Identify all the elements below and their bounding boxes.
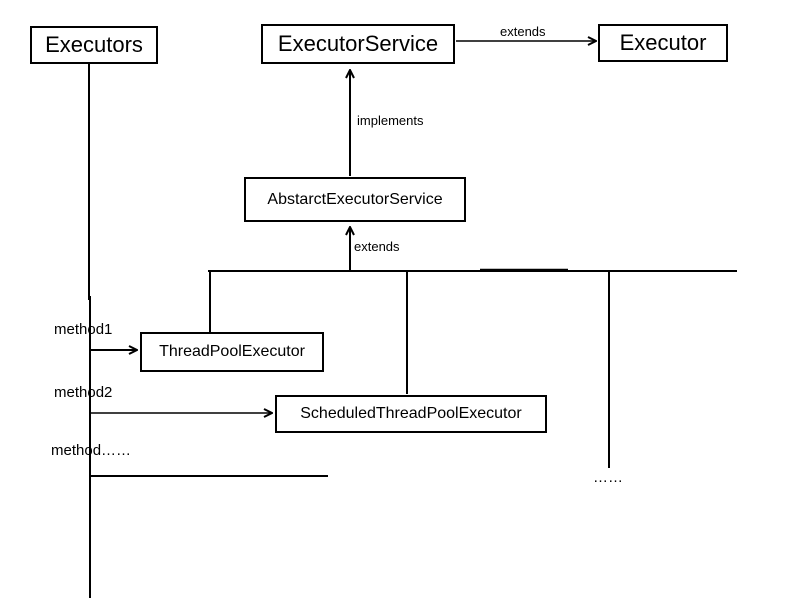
scheduled-thread-pool-executor-box: ScheduledThreadPoolExecutor: [275, 395, 547, 433]
method-more-label: method……: [51, 442, 132, 459]
extends-label-mid: extends: [354, 239, 400, 254]
abstract-executor-service-label: AbstarctExecutorService: [267, 190, 443, 208]
thread-pool-executor-box: ThreadPoolExecutor: [140, 332, 324, 372]
executor-box: Executor: [598, 24, 728, 62]
more-subclasses-ellipsis: ……: [593, 469, 623, 486]
method1-label: method1: [54, 321, 113, 338]
executor-label: Executor: [619, 30, 707, 55]
method2-label: method2: [54, 384, 113, 401]
thread-pool-executor-label: ThreadPoolExecutor: [159, 343, 305, 360]
abstract-executor-service-box: AbstarctExecutorService: [244, 177, 466, 222]
executors-label: Executors: [45, 32, 143, 57]
extends-label-top: extends: [500, 24, 546, 39]
executor-service-box: ExecutorService: [261, 24, 455, 64]
implements-label: implements: [357, 113, 424, 128]
executor-service-label: ExecutorService: [277, 31, 439, 56]
executors-box: Executors: [30, 26, 158, 64]
scheduled-thread-pool-executor-label: ScheduledThreadPoolExecutor: [300, 405, 522, 422]
